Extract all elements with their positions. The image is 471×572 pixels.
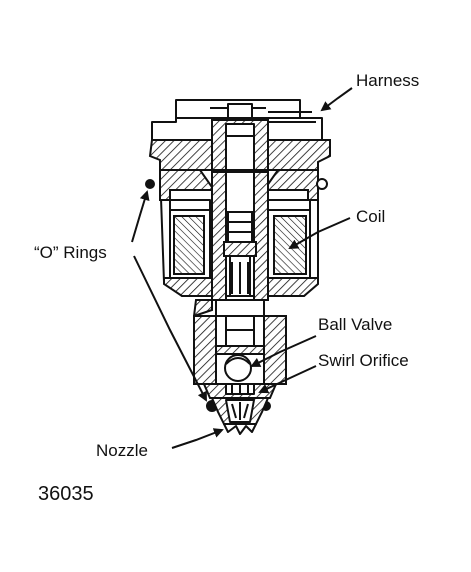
- upper-cap: [148, 119, 331, 173]
- coil-leader: [288, 217, 351, 249]
- label-swirl-orifice: Swirl Orifice: [318, 351, 409, 370]
- swirl-orifice-leader: [258, 365, 317, 394]
- label-nozzle: Nozzle: [96, 441, 148, 460]
- nozzle-leader: [171, 428, 224, 449]
- ball-valve-leader: [250, 335, 317, 367]
- nozzle-tip: [210, 397, 270, 435]
- armature: [211, 171, 269, 301]
- swirl-orifice: [202, 383, 278, 399]
- leader-lines: [131, 87, 353, 449]
- upper-o-rings: [145, 178, 328, 190]
- label-ball-valve: Ball Valve: [318, 315, 392, 334]
- o-rings-leader-lower: [133, 255, 207, 402]
- label-harness: Harness: [356, 71, 419, 90]
- coil-windings: [169, 199, 311, 279]
- label-o-rings: “O” Rings: [34, 243, 107, 262]
- injector-body: [145, 99, 331, 435]
- o-rings-leader-upper: [131, 190, 150, 243]
- harness-leader: [320, 87, 353, 112]
- ball-valve: [224, 354, 252, 382]
- label-coil: Coil: [356, 207, 385, 226]
- figure-number: 36035: [38, 483, 94, 505]
